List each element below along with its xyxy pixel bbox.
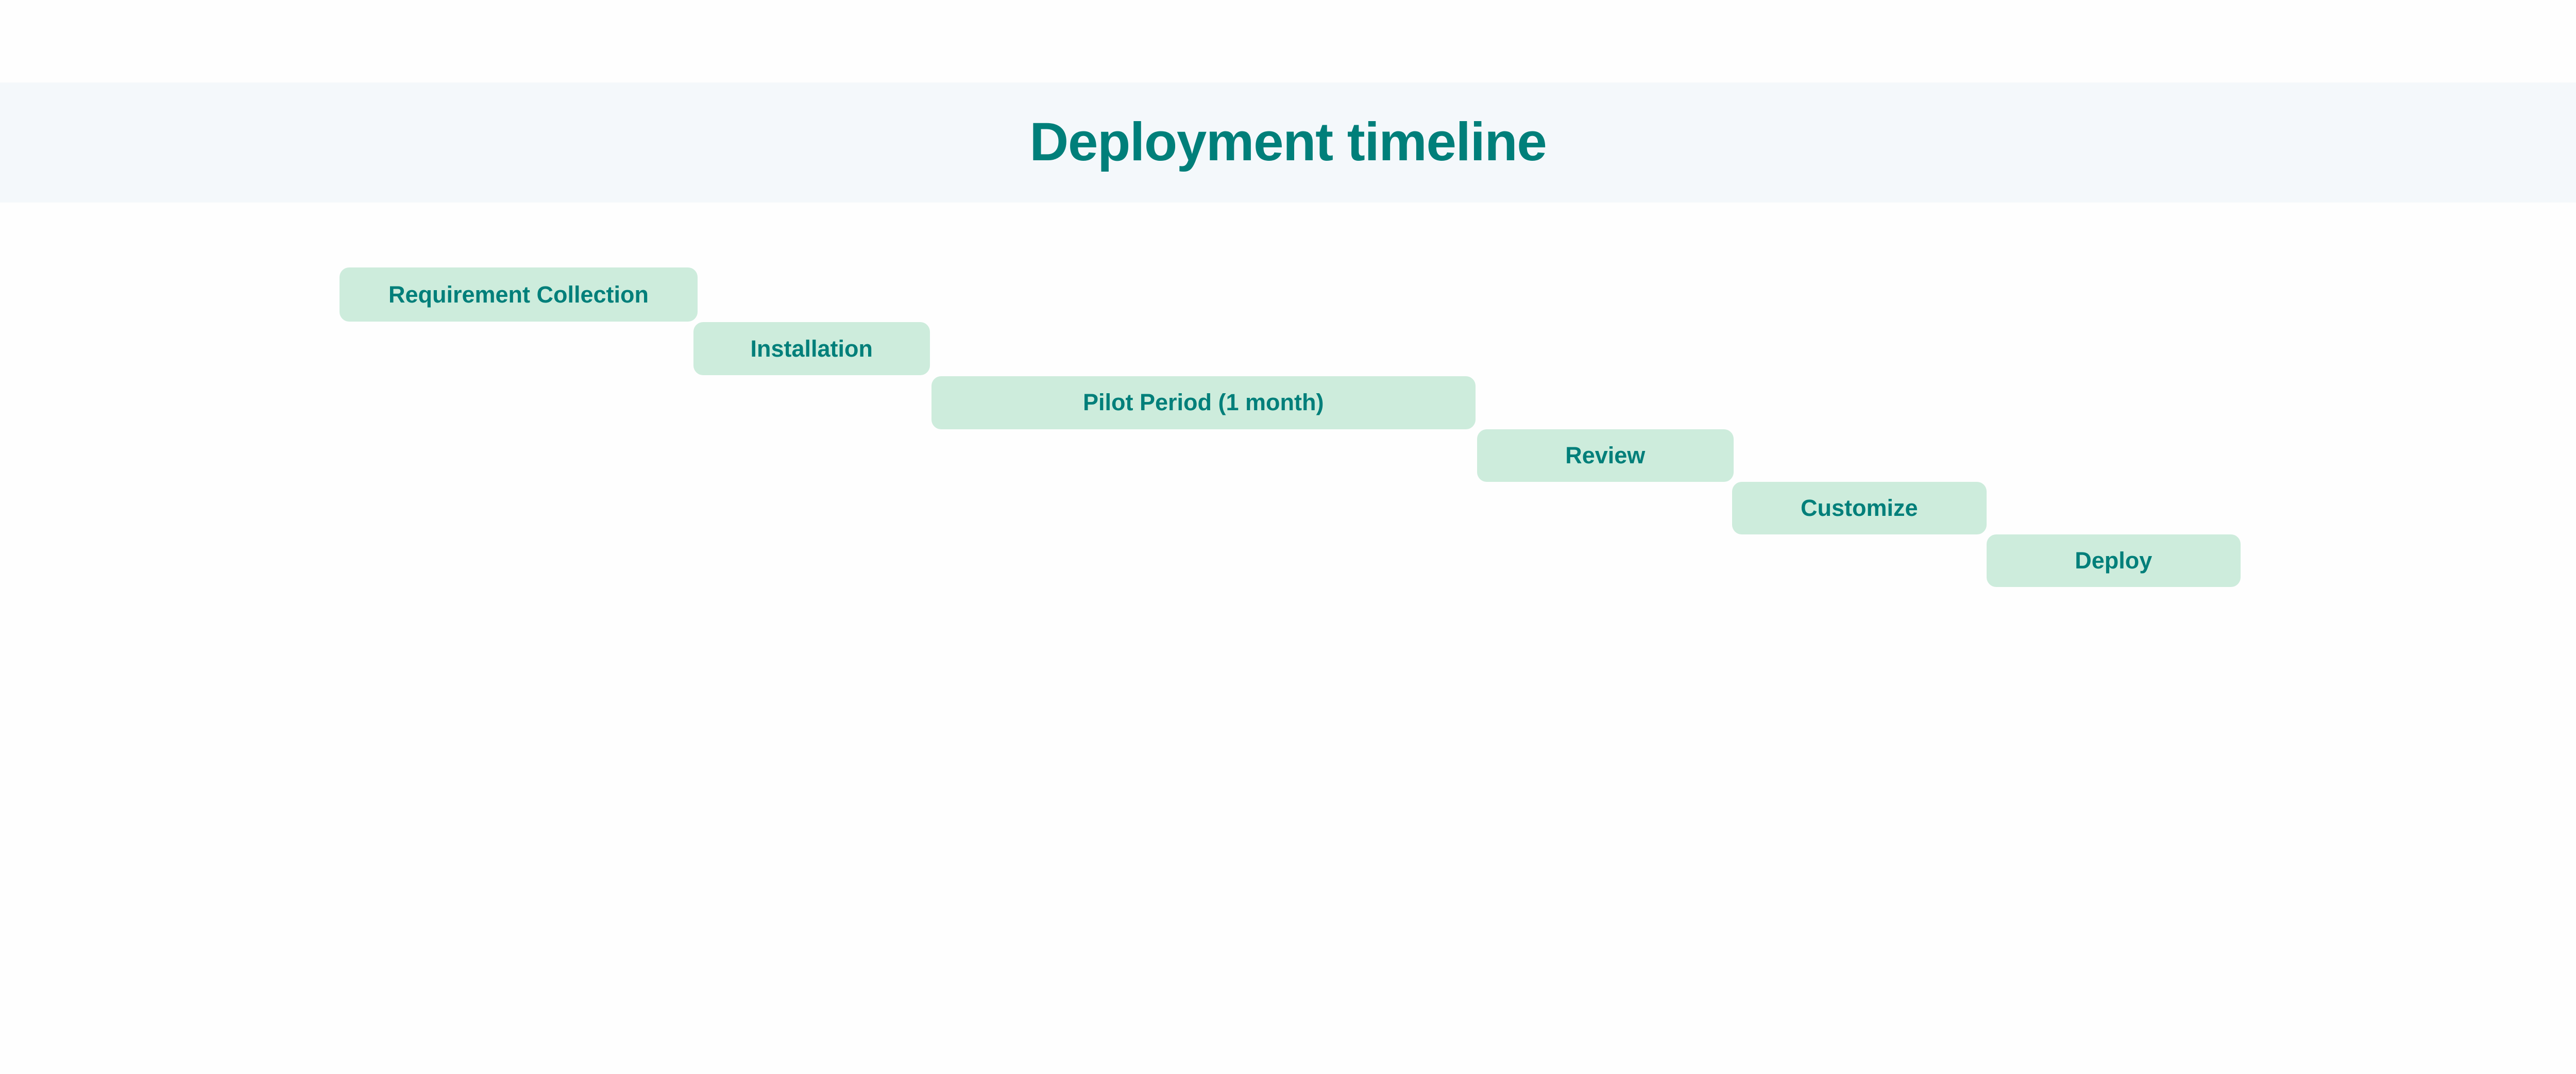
phase-label: Review — [1565, 442, 1646, 468]
phase-review: Review — [1477, 429, 1734, 482]
phase-label: Deploy — [2075, 547, 2153, 574]
phase-customize: Customize — [1732, 481, 1987, 534]
phase-deploy: Deploy — [1986, 534, 2241, 587]
phase-installation: Installation — [693, 322, 930, 375]
phase-label: Customize — [1800, 494, 1918, 521]
phase-pilot-period: Pilot Period (1 month) — [931, 376, 1476, 429]
phase-label: Pilot Period (1 month) — [1083, 389, 1324, 416]
phase-label: Installation — [750, 335, 873, 362]
phase-label: Requirement Collection — [388, 281, 649, 308]
phase-requirement-collection: Requirement Collection — [339, 267, 698, 322]
header-band: Deployment timeline — [0, 82, 2576, 203]
page-title: Deployment timeline — [1029, 112, 1547, 172]
